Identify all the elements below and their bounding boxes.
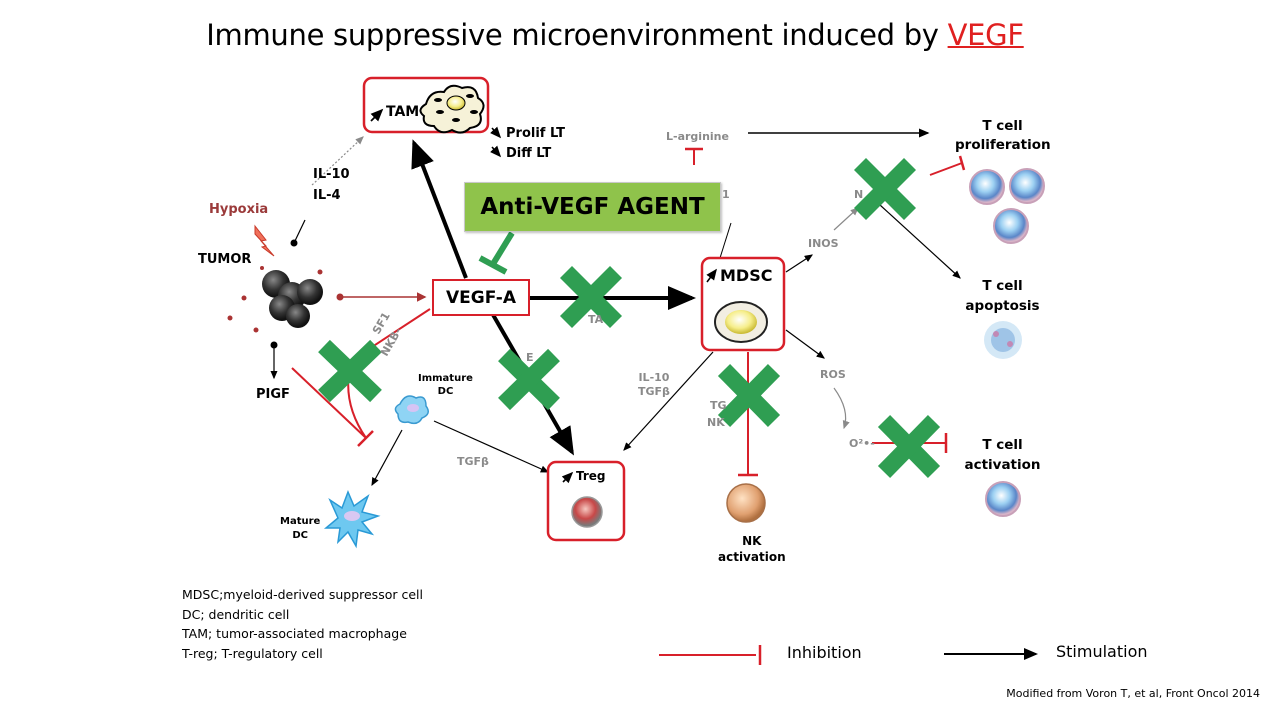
hypoxia-lightning-icon [254,224,275,257]
tumor-il-connector [293,219,306,244]
partial-n-label: N [854,188,864,201]
cross-vegfa-dc [318,339,382,403]
nk-cell-icon [726,483,766,523]
vegfa-node: VEGF-A [432,279,530,316]
partial-tg-label: TG [710,399,727,412]
abbrev-mdsc: MDSC;myeloid-derived suppressor cell [182,587,423,602]
tcell-apoptosis-icon [984,321,1022,359]
partial-e-label: E [526,351,534,364]
partial-ta-label: TA [588,313,604,326]
tcell-proliferation-icon [969,168,1045,244]
anti-vegf-agent-box: Anti-VEGF AGENT [464,182,721,232]
partial-1-label: 1 [722,188,730,201]
legend-stimulation-label: Stimulation [1056,642,1148,661]
il10-label: IL-10 [313,167,350,182]
il4-label: IL-4 [313,188,341,203]
inos-label: INOS [808,237,839,250]
tumor-label: TUMOR [198,252,252,267]
abbrev-tam: TAM; tumor-associated macrophage [182,626,407,641]
pigf-dc-inhibit [291,367,367,439]
legend-inhibition-label: Inhibition [787,643,862,662]
slide-title: Immune suppressive microenvironment indu… [0,18,1230,52]
dc-maturation-arrow [371,429,403,487]
diff-lt-label: Diff LT [506,146,552,161]
cross-mdsc-nk [717,364,781,427]
mdsc-to-ros-arrow [785,329,825,359]
cross-vegfa-mdsc [559,265,623,329]
ros-label: ROS [820,368,846,381]
agent-inhibit-line [490,231,515,266]
prolif-inhibit [929,162,963,176]
dc-to-treg-arrow [433,420,550,473]
source-credit: Modified from Voron T, et al, Front Onco… [1006,687,1260,700]
mature-dc-icon [323,489,381,549]
mdsc-to-treg-arrow [623,351,714,451]
ros-to-o2-arrow [833,387,850,430]
blocked-crosses [318,157,941,478]
mdsc-upper-link [719,222,732,259]
title-highlight: VEGF [947,18,1024,52]
vegfa-to-tam-arrow [411,139,468,279]
cross-no [853,157,917,221]
mdsc-to-inos-arrow [785,254,814,273]
mdsc-label: MDSC [720,266,773,285]
tam-label: TAM [386,104,420,120]
prolif-lt-label: Prolif LT [506,126,565,141]
cross-o2 [877,415,941,478]
partial-nk-label: NK [707,416,725,429]
treg-label: Treg [576,469,606,483]
larginine-label: L-arginine [666,130,729,143]
anti-vegf-agent-label: Anti-VEGF AGENT [480,194,705,220]
cross-vegfa-treg [498,348,560,411]
abbrev-dc: DC; dendritic cell [182,606,290,622]
tumor-cluster-icon [227,266,323,333]
treg-cell-icon [571,496,603,528]
inos-to-no-arrow [833,207,859,231]
immature-dc-icon [394,395,429,425]
title-main: Immune suppressive microenvironment indu… [206,18,948,52]
tgfb-dc-label: TGFβ [457,455,489,468]
vegfa-label: VEGF-A [445,287,517,308]
abbreviation-legend: MDSC;myeloid-derived suppressor cell DC;… [182,585,423,663]
o2-label: O²•- [849,437,875,450]
hypoxia-label: Hypoxia [209,202,269,217]
no-to-apoptosis-arrow [879,204,961,279]
abbrev-treg: T-reg; T-regulatory cell [182,645,323,661]
tcell-activation-icon [985,481,1021,517]
pigf-label: PIGF [256,387,290,402]
